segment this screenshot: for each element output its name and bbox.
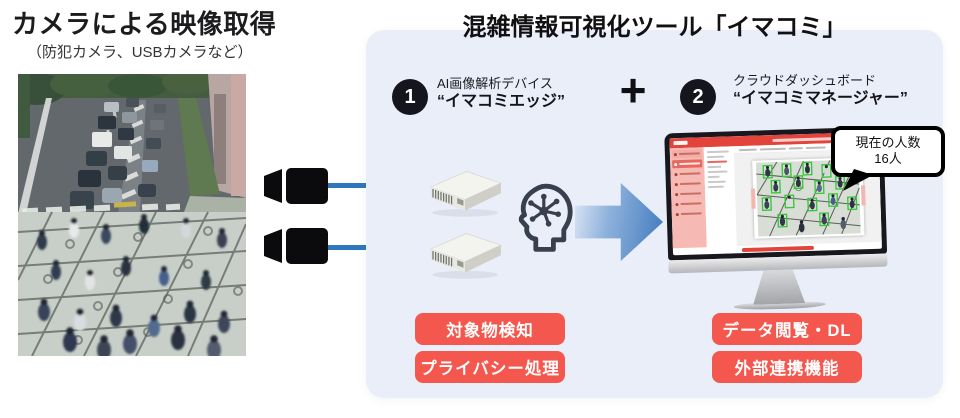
step-2-device-name: “イマコミマネージャー” xyxy=(733,90,908,107)
camera-icon xyxy=(262,168,328,204)
step-1-feature-tags: 対象物検知 プライバシー処理 xyxy=(415,313,565,383)
dashboard-main xyxy=(733,141,882,247)
step-2-feature-tags: データ閲覧・DL 外部連携機能 xyxy=(712,313,862,383)
step-1-device-name: “イマコミエッジ” xyxy=(437,93,566,110)
feature-tag: プライバシー処理 xyxy=(415,351,565,383)
sidebar-item xyxy=(671,149,703,159)
bubble-line1: 現在の人数 xyxy=(855,135,921,150)
plus-icon: + xyxy=(619,64,647,116)
edge-device-icon xyxy=(426,166,504,224)
street-intersection-photo xyxy=(18,74,246,356)
panel-title: 混雑情報可視化ツール「イマコミ」 xyxy=(462,14,847,41)
step-2-label: クラウドダッシュボード “イマコミマネージャー” xyxy=(733,72,908,109)
sidebar-item xyxy=(673,199,703,208)
left-section-subtitle: （防犯カメラ、USBカメラなど） xyxy=(27,44,253,61)
sidebar-item xyxy=(672,169,702,178)
dashboard-sidebar xyxy=(669,147,707,249)
dashboard-footer-bar xyxy=(741,245,814,252)
sidebar-item-active xyxy=(672,159,703,169)
monitor-icon xyxy=(664,126,889,313)
imacomi-manager-dashboard xyxy=(669,131,882,256)
sidebar-item xyxy=(674,209,704,218)
step-2-badge: 2 xyxy=(680,79,716,115)
sidebar-item xyxy=(673,189,703,198)
edge-device-icon xyxy=(426,228,504,286)
street-photo-graphic xyxy=(18,74,246,356)
detection-camera-view xyxy=(750,157,866,239)
ai-brain-icon xyxy=(499,179,579,263)
feature-tag: 対象物検知 xyxy=(415,313,565,345)
sidebar-item xyxy=(673,179,703,188)
speech-bubble: 現在の人数 16人 xyxy=(831,126,945,191)
image-handle-left xyxy=(750,188,756,209)
monitor-screen xyxy=(664,126,888,261)
monitor-stand xyxy=(752,269,805,305)
feature-tag: データ閲覧・DL xyxy=(712,313,862,345)
bubble-line2: 16人 xyxy=(874,151,902,166)
step-1-device-type: AI画像解析デバイス xyxy=(437,76,553,91)
feature-tag: 外部連携機能 xyxy=(712,351,862,383)
speech-bubble-tail xyxy=(843,169,873,191)
left-section-title: カメラによる映像取得 xyxy=(12,9,277,39)
step-1-label: AI画像解析デバイス “イマコミエッジ” xyxy=(437,75,565,112)
dashboard-subpanel xyxy=(703,146,737,248)
step-2-device-type: クラウドダッシュボード xyxy=(733,73,877,88)
step-1-badge: 1 xyxy=(392,79,428,115)
camera-icon xyxy=(262,228,328,264)
dashboard-logo xyxy=(673,140,688,146)
